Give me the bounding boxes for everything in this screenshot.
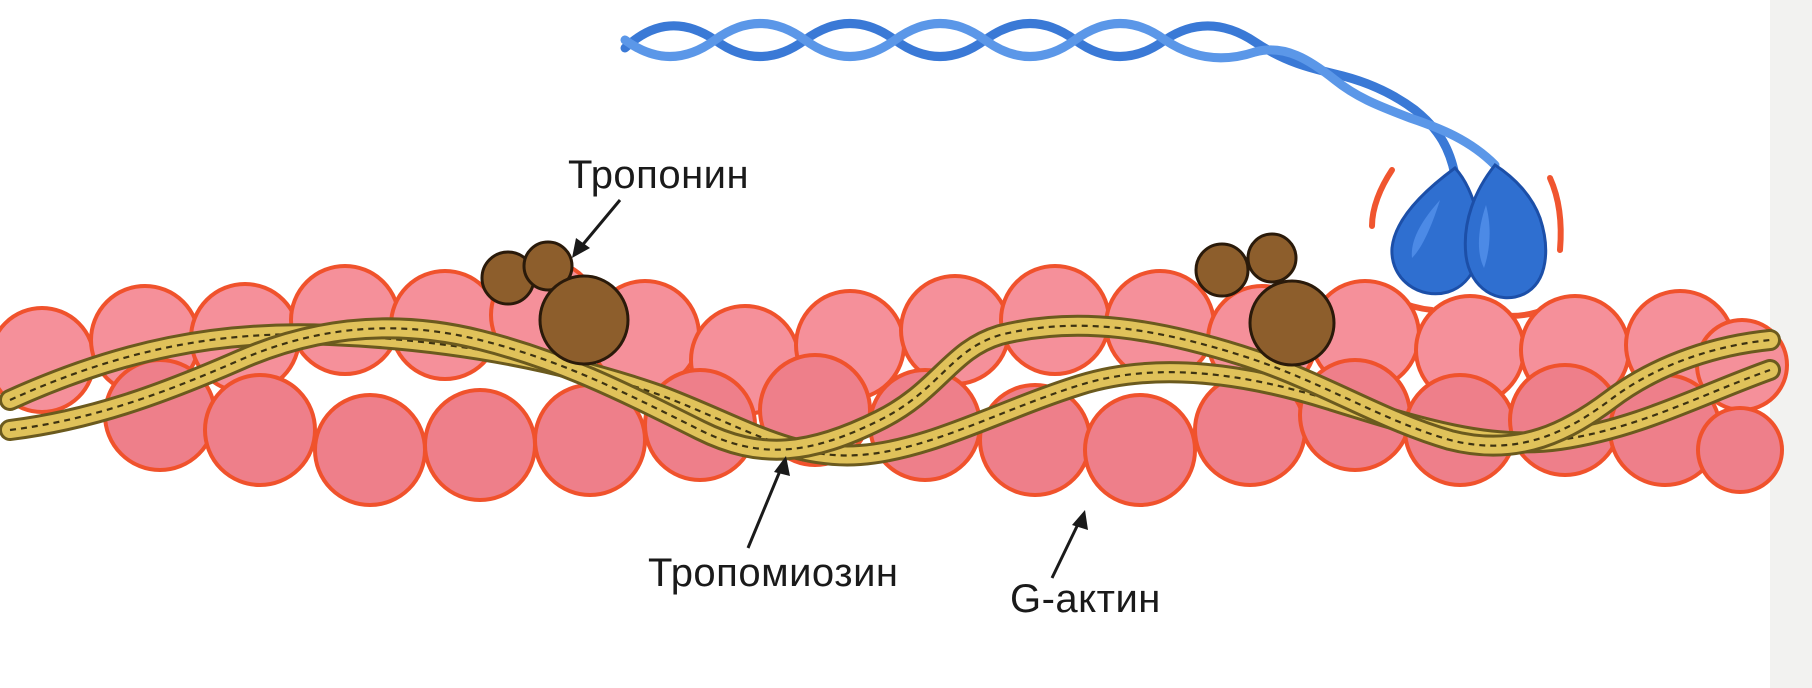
troponin-subunit [1246,232,1298,284]
troponin-subunit [1248,279,1336,367]
label-troponin-group: Тропонин [568,153,749,258]
tropomyosin-filament [0,314,1781,467]
g-actin-filament [0,259,1789,507]
label-g-actin-group: G-актин [1010,510,1161,621]
myosin-molecule [620,19,1564,319]
myosin-head-left-highlight [1411,200,1440,258]
troponin-pointer-head [572,238,590,258]
troponin-complex-right [1194,232,1336,367]
g-actin-monomer [423,388,537,502]
myosin-halo-left [1369,167,1395,229]
tropomyosin-strand-b-pattern [9,324,1771,451]
myosin-head-right [1463,163,1548,300]
troponin-subunit [538,274,630,366]
troponin-subunit [1194,242,1250,298]
troponin-pointer-line [578,199,622,249]
g-actin-monomer [1696,406,1784,494]
label-tropomyosin: Тропомиозин [648,551,899,595]
tropomyosin-pointer-head [774,456,790,476]
label-troponin: Тропонин [568,153,749,197]
label-tropomyosin-group: Тропомиозин [648,456,899,595]
g-actin-monomer [203,373,317,487]
tropomyosin-pointer-line [746,465,784,549]
troponin-complex-left [480,240,630,366]
g-actin-pointer-head [1072,510,1088,530]
myosin-tail-strand-b [620,19,1500,170]
myosin-tail-strand-a [620,19,1460,180]
g-actin-pointer-line [1050,519,1082,579]
troponin-subunit [522,240,574,292]
label-g-actin: G-актин [1010,577,1161,621]
g-actin-monomer [1083,393,1197,507]
myosin-head-right-highlight [1478,205,1490,268]
g-actin-monomer [313,393,427,507]
myosin-halo-right [1547,175,1564,253]
